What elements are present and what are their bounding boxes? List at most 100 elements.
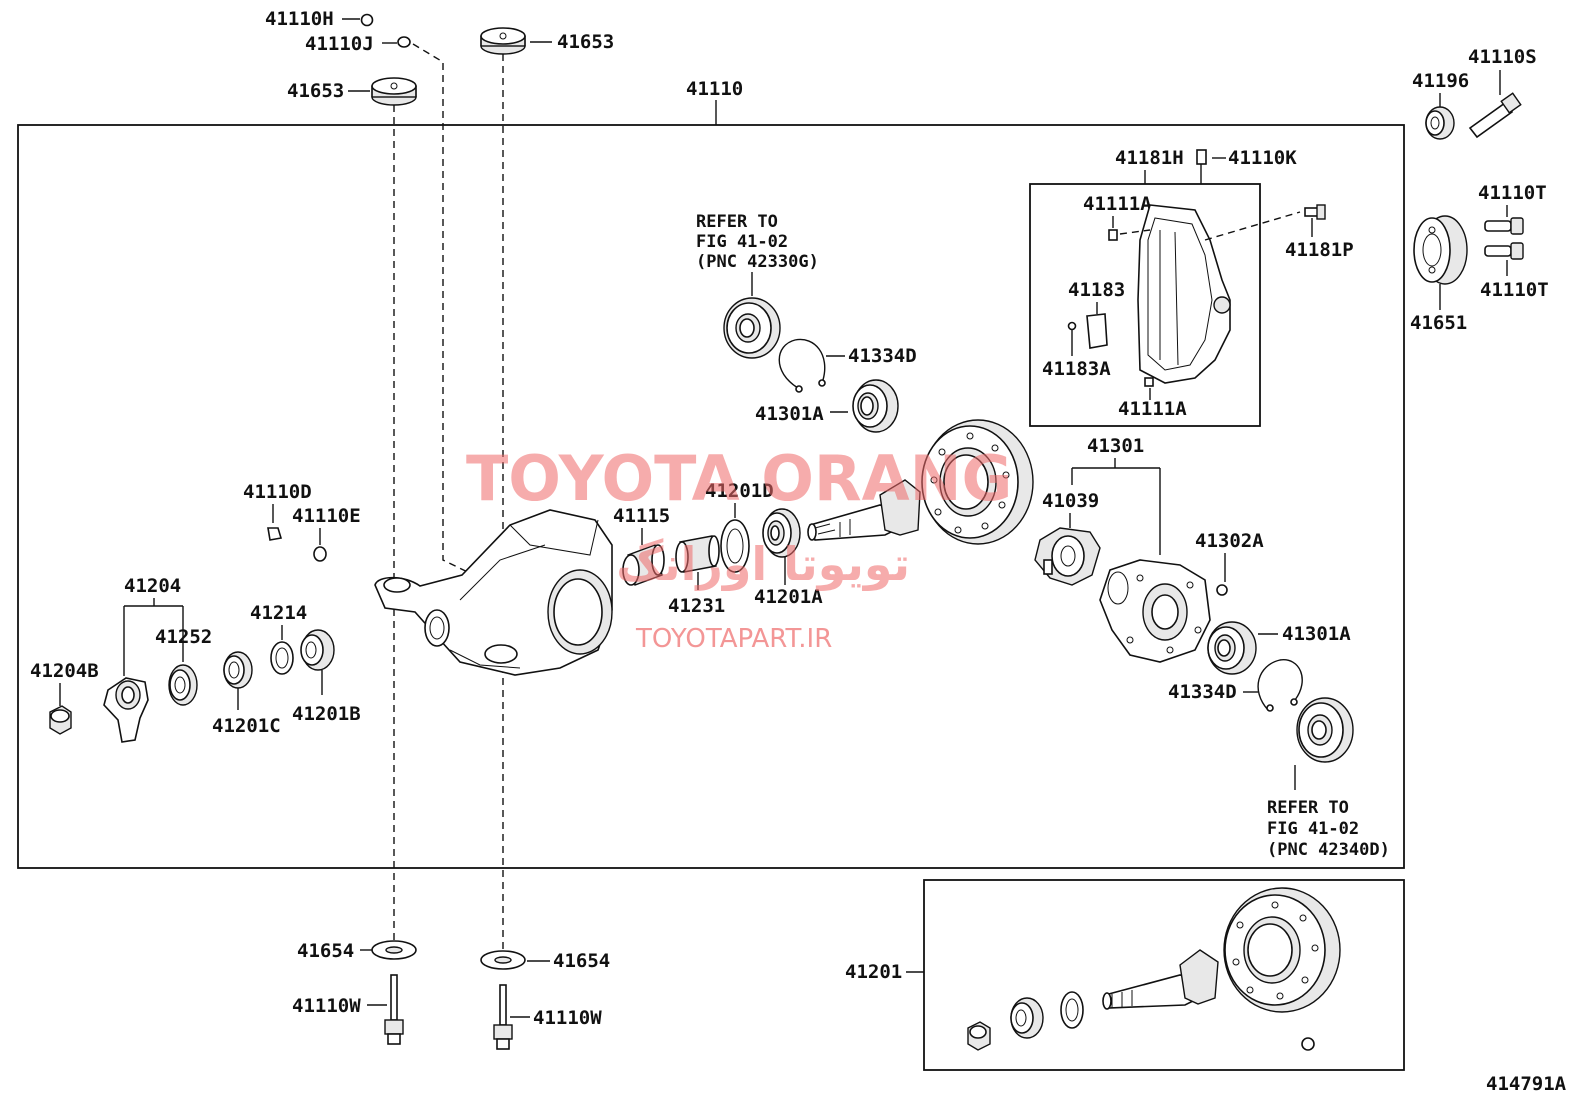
plate-41183 [1086,313,1108,349]
bolt-41110T-a [1484,217,1524,235]
label-41111A-top: 41111A [1083,193,1152,215]
flange-41651 [1413,215,1468,285]
label-41204: 41204 [124,575,181,597]
differential-carrier-housing [374,509,613,676]
label-41334D-top: 41334D [848,345,917,367]
refer-top-line2: FIG 41-02 [696,232,788,252]
refer-top-line3: (PNC 42330G) [696,252,819,272]
mount-cushion-41653-top [480,27,526,55]
bushing-41196 [1425,106,1455,140]
collapsible-spacer-41231 [675,535,720,573]
label-41115: 41115 [613,505,670,527]
differential-gears-41039 [1034,527,1101,586]
label-41654-right: 41654 [553,950,610,972]
refer-bottom-line1: REFER TO [1267,798,1349,818]
bearing-41201B [300,629,335,671]
label-41110W-left: 41110W [292,995,361,1017]
washer-inset [1060,991,1084,1029]
label-41204B: 41204B [30,660,99,682]
label-41651: 41651 [1410,312,1467,334]
label-41039: 41039 [1042,490,1099,512]
spacer-41115 [622,544,665,586]
label-41183A: 41183A [1042,358,1111,380]
label-41110E: 41110E [292,505,361,527]
label-41201D: 41201D [705,480,774,502]
refer-bottom-line2: FIG 41-02 [1267,819,1359,839]
label-41214: 41214 [250,602,307,624]
bearing-inset [1010,997,1044,1039]
companion-flange-41204 [103,677,149,743]
figure-id: 414791A [1486,1073,1567,1095]
ring-gear-inset [1223,887,1341,1013]
label-41183: 41183 [1068,279,1125,301]
label-41110: 41110 [686,78,743,100]
label-41231: 41231 [668,595,725,617]
gasket-41110E [313,546,327,562]
mount-cushion-41653-left [371,77,417,106]
watermark-site: TOYOTAPART.IR [635,624,832,654]
breather-41110K [1196,149,1207,184]
screw-41183A [1067,321,1077,331]
gear-set-frame [923,879,1405,1071]
label-41110J: 41110J [305,33,374,55]
watermark-persian: تویوتا اورانگ [616,537,910,591]
oil-seal-bottom [1296,697,1354,763]
drive-pinion-inset [1102,949,1219,1010]
label-41334D-bottom: 41334D [1168,681,1237,703]
bolt-41110S [1468,92,1522,139]
oil-seal-41252 [168,664,198,706]
label-41301: 41301 [1087,435,1144,457]
ring-gear-main [921,419,1034,545]
bearing-41201C [223,651,253,689]
carrier-cover [1137,204,1231,384]
bolt-41110T-b [1484,242,1524,260]
nut-inset [967,1021,991,1051]
washer-41654-right [480,950,526,970]
oil-seal-top [723,297,781,359]
label-41201: 41201 [845,961,902,983]
label-41653-top: 41653 [557,31,614,53]
bearing-41301A-top [852,379,899,433]
pin-41111A-top [1108,229,1118,241]
refer-bottom-line3: (PNC 42340D) [1267,840,1390,860]
label-41111A-bottom: 41111A [1118,398,1187,420]
watermark-brand: TOYOTA ORANG [466,442,1012,515]
label-41201C: 41201C [212,715,281,737]
drive-pinion-main [807,479,921,541]
label-41110T-top: 41110T [1478,182,1547,204]
label-41110H: 41110H [265,8,334,30]
plug-41110J [397,36,411,48]
bolt-41110W-right [493,984,513,1050]
label-41110D: 41110D [243,481,312,503]
label-41196: 41196 [1412,70,1469,92]
snap-ring-41334D-bottom [1257,659,1303,712]
pin-41111A-bottom [1144,377,1154,387]
nut-41110H [360,13,374,27]
label-41252: 41252 [155,626,212,648]
label-41110K: 41110K [1228,147,1297,169]
nut-41204B [49,705,72,735]
snap-ring-41334D-top [778,338,826,393]
label-41110T-bottom: 41110T [1480,279,1549,301]
label-41201B: 41201B [292,703,361,725]
bearing-41301A-bottom [1207,621,1257,675]
washer-41654-left [371,940,417,960]
label-41302A: 41302A [1195,530,1264,552]
label-41110S: 41110S [1468,46,1537,68]
assembly-frame [17,124,1405,869]
label-41654-left: 41654 [297,940,354,962]
bearing-41201A [762,508,801,558]
refer-top-line1: REFER TO [696,212,778,232]
plug-41110D [267,527,283,541]
bolt-41302A [1216,584,1228,596]
washer-41201D [720,519,750,573]
label-41301A-bottom: 41301A [1282,623,1351,645]
oil-slinger-41214 [270,641,294,675]
label-41181H: 41181H [1115,147,1184,169]
label-41301A-top: 41301A [755,403,824,425]
bolt-41110W-left [384,974,404,1045]
bolt-inset [1301,1037,1315,1051]
bolt-41181P [1304,204,1326,220]
label-41653-left: 41653 [287,80,344,102]
